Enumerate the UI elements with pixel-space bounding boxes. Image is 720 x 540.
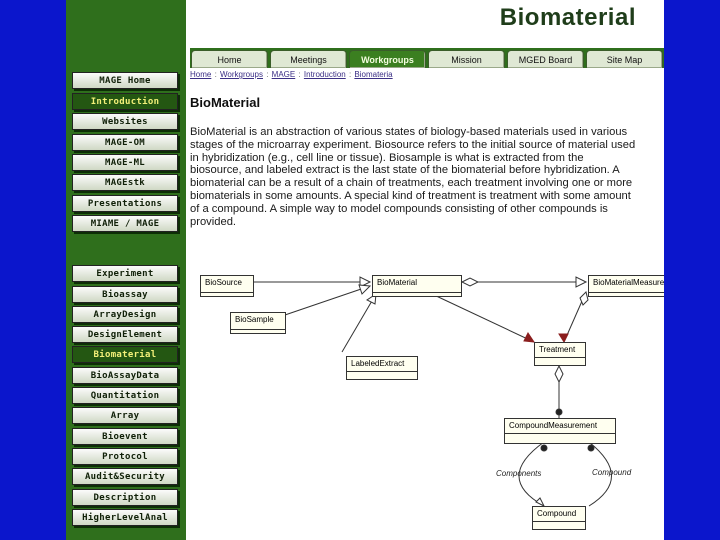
nav-biomaterial[interactable]: Biomaterial [72,346,178,363]
association-end [540,444,548,452]
tab-home[interactable]: Home [191,50,268,68]
association-end [587,444,595,452]
breadcrumb-workgroups[interactable]: Workgroups [220,70,263,79]
nav-quantitation[interactable]: Quantitation [72,387,178,404]
nav-presentations[interactable]: Presentations [72,195,178,212]
breadcrumb-introduction[interactable]: Introduction [303,70,346,79]
aggregation-diamond [460,277,480,287]
uml-class-biomaterialmeasurement: BioMaterialMeasurement [588,275,664,297]
breadcrumb-mage[interactable]: MAGE [271,70,296,79]
connector-biomaterial-treatment [431,293,535,343]
uml-class-compoundmeasurement: CompoundMeasurement [504,418,616,444]
breadcrumb-home[interactable]: Home [190,70,212,79]
nav-audit-security[interactable]: Audit&Security [72,468,178,485]
uml-connectors [252,276,612,508]
page-title: Biomaterial [499,4,636,31]
browser-page: MAGE Home Introduction Websites MAGE-OM … [66,0,664,540]
section-body: BioMaterial is an abstraction of various… [190,126,636,228]
section-heading: BioMaterial [190,95,261,110]
nav-array[interactable]: Array [72,407,178,424]
aggregation-diamond [554,364,564,384]
uml-class-treatment: Treatment [534,342,586,366]
nav-mage-home[interactable]: MAGE Home [72,72,178,89]
uml-class-biosample: BioSample [230,312,286,334]
composition-diamond [523,332,536,343]
tab-site-map[interactable]: Site Map [586,50,663,68]
label-components: Components [496,469,542,478]
generalization-arrow [359,276,372,288]
nav-designelement[interactable]: DesignElement [72,326,178,343]
nav-protocol[interactable]: Protocol [72,448,178,465]
aggregation-diamond [535,497,546,508]
connector-biosample-biomaterial [281,285,371,317]
connector-components [518,441,545,507]
nav-miame-mage[interactable]: MIAME / MAGE [72,215,178,232]
nav-mage-ml[interactable]: MAGE-ML [72,154,178,171]
nav-mage-om[interactable]: MAGE-OM [72,134,178,151]
generalization-arrow [575,276,588,288]
aggregation-diamond [579,291,589,306]
nav-experiment[interactable]: Experiment [72,265,178,282]
generalization-arrow [358,284,372,295]
nav-bioassay[interactable]: Bioassay [72,286,178,303]
association-end [555,408,563,416]
nav-bioassaydata[interactable]: BioAssayData [72,367,178,384]
top-navigation: Home Meetings Workgroups Mission MGED Bo… [190,48,664,68]
breadcrumb: Home : Workgroups : MAGE : Introduction … [190,70,393,79]
tab-meetings[interactable]: Meetings [270,50,347,68]
nav-introduction[interactable]: Introduction [72,93,178,110]
uml-class-biosource: BioSource [200,275,254,297]
nav-description[interactable]: Description [72,489,178,506]
label-compound: Compound [592,468,632,477]
tab-workgroups[interactable]: Workgroups [349,50,426,68]
uml-class-labeledextract: LabeledExtract [346,356,418,380]
connector-labeledextract-biomaterial [341,293,377,353]
nav-arraydesign[interactable]: ArrayDesign [72,306,178,323]
nav-websites[interactable]: Websites [72,113,178,130]
nav-bioevent[interactable]: Bioevent [72,428,178,445]
header-band: Biomaterial [186,0,664,44]
tab-mged-board[interactable]: MGED Board [507,50,584,68]
connector-compound [588,441,612,507]
uml-class-compound: Compound [532,506,586,530]
composition-diamond [558,333,569,344]
breadcrumb-biomaterial[interactable]: Biomateria [354,70,393,79]
nav-magestk[interactable]: MAGEstk [72,174,178,191]
sidebar: MAGE Home Introduction Websites MAGE-OM … [66,0,186,540]
uml-class-biomaterial: BioMaterial [372,275,462,297]
tab-mission[interactable]: Mission [428,50,505,68]
nav-higherlevelanal[interactable]: HigherLevelAnal [72,509,178,526]
